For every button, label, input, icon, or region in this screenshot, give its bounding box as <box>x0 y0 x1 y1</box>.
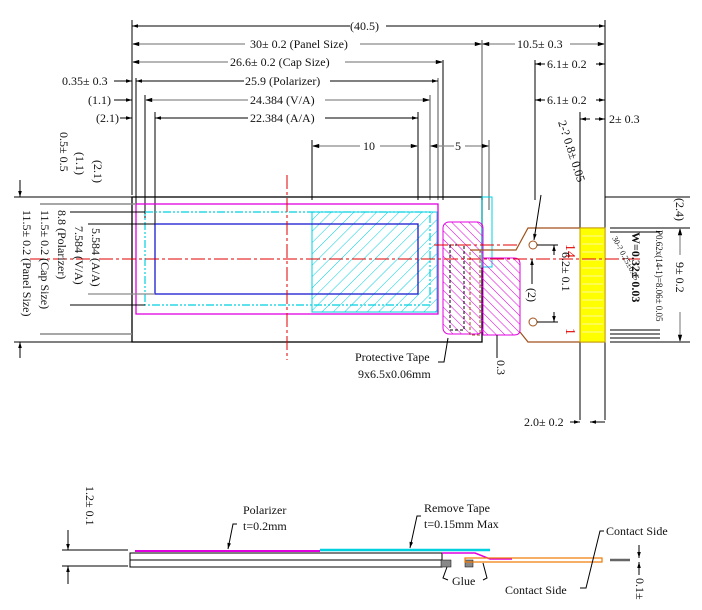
protective-tape <box>442 221 484 335</box>
dim-panel-size-v: 11.5± 0.2 (Panel Size) <box>20 210 34 316</box>
dim-panel-size: 30± 0.2 (Panel Size) <box>250 37 348 51</box>
side-glue-label: Glue <box>452 574 475 588</box>
dim-va: 24.384 (V/A) <box>250 93 315 107</box>
dim-contact-bottom: 2.0± 0.2 <box>524 415 564 429</box>
dim-hole-pitch: 6.2± 0.1 <box>559 252 573 292</box>
fpc-hole-top <box>528 240 538 250</box>
side-remove-tape-thickness: t=0.15mm Max <box>424 517 499 531</box>
dim-aa: 22.384 (A/A) <box>250 111 315 125</box>
dim-cap-size-v: 11.5± 0.2 (Cap Size) <box>38 210 52 309</box>
dim-overall: (40.5) <box>350 19 379 33</box>
side-view: 1.2± 0.1 Polarizer t=0.2mm Remove Tape t… <box>62 486 668 600</box>
dim-fpc-width: 9± 0.2 <box>673 262 687 293</box>
vertical-dimensions-left: 11.5± 0.2 (Panel Size) 11.5± 0.2 (Cap Si… <box>14 132 155 358</box>
dim-hole-offset: (2) <box>525 288 539 302</box>
dim-polarizer-offset: 0.35± 0.3 <box>62 74 108 88</box>
dim-pin-width: W=0.32± 0.03 <box>629 232 643 302</box>
fpc-hole-bottom <box>528 317 538 327</box>
pin-label-first: 1 <box>562 328 577 335</box>
dim-va-offset-v: (1.1) <box>73 152 87 175</box>
protective-tape-callout: Protective Tape 9x6.5x0.06mm <box>355 337 449 381</box>
side-fpc-thickness: 0.1± <box>633 578 647 600</box>
side-remove-tape-label: Remove Tape <box>424 501 490 515</box>
side-fpc <box>464 557 603 563</box>
dim-va-offset: (1.1) <box>88 93 111 107</box>
side-contact-side-bottom: Contact Side <box>505 583 567 597</box>
dim-fpc-top-offset: (2.4) <box>673 198 687 221</box>
dim-aa-offset-v: (2.1) <box>91 160 105 183</box>
side-polarizer-thickness: t=0.2mm <box>243 519 287 533</box>
dim-polarizer-v: 8.8 (Polarizer) <box>55 210 69 279</box>
dim-fpc-stiffener-2: 6.1± 0.2 <box>547 93 587 107</box>
pin-label-last: 14 <box>562 244 577 258</box>
side-contact-side-top: Contact Side <box>606 524 668 538</box>
dim-tape-gap: 0.3 <box>494 360 508 375</box>
protective-tape-size: 9x6.5x0.06mm <box>358 367 431 381</box>
side-thickness: 1.2± 0.1 <box>83 486 97 526</box>
dim-cap-size: 26.6± 0.2 (Cap Size) <box>230 55 330 69</box>
dim-tape-ref-b: 5 <box>455 139 461 153</box>
dim-fpc-stiffener-top: 6.1± 0.2 <box>547 57 587 71</box>
horizontal-dimensions: (40.5) 30± 0.2 (Panel Size) 10.5± 0.3 26… <box>62 19 640 429</box>
top-view: 14 1 <box>30 175 640 360</box>
contact-pads <box>579 227 606 343</box>
dim-fpc-length: 10.5± 0.3 <box>517 37 563 51</box>
cap-hatch <box>311 211 438 313</box>
protective-tape-label: Protective Tape <box>355 350 430 364</box>
dim-hole-dia: 2-? 0.8± 0.05 <box>555 119 588 184</box>
side-polarizer-label: Polarizer <box>243 503 286 517</box>
dim-contact-width: 2± 0.3 <box>609 112 640 126</box>
dim-aa-offset: (2.1) <box>96 111 119 125</box>
dim-tape-ref-a: 10 <box>363 139 375 153</box>
dim-pitch: P0.62x(14-1)=8.06± 0.05 <box>654 230 664 322</box>
dim-va-v: 7.584 (V/A) <box>72 226 86 285</box>
dim-polarizer-offset-v: 0.5± 0.5 <box>57 132 71 172</box>
dim-polarizer: 25.9 (Polarizer) <box>245 74 320 88</box>
dim-aa-v: 5.584 (A/A) <box>89 228 103 287</box>
